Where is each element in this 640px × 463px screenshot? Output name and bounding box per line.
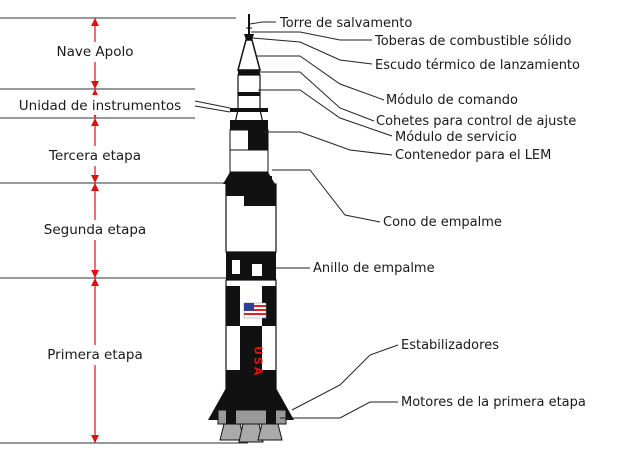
callout-toberas: Toberas de combustible sólido — [374, 34, 571, 49]
saturn-v-rocket: USA — [208, 14, 294, 443]
stage-label-segunda-etapa: Segunda etapa — [44, 222, 146, 238]
instrument-unit-bracket — [194, 100, 231, 113]
callout-cohetes-ajuste: Cohetes para control de ajuste — [376, 114, 576, 129]
callout-modulo-comando: Módulo de comando — [386, 93, 518, 108]
callout-labels: Torre de salvamento Toberas de combustib… — [279, 16, 586, 410]
callout-torre-salvamento: Torre de salvamento — [279, 16, 412, 31]
stage-label-unidad-instrumentos: Unidad de instrumentos — [19, 98, 181, 114]
us-flag-icon — [243, 302, 267, 319]
callout-modulo-servicio: Módulo de servicio — [395, 130, 517, 145]
leader-lines — [249, 21, 399, 419]
section-dividers — [0, 17, 248, 444]
stage-label-nave-apolo: Nave Apolo — [56, 44, 133, 60]
stage-label-primera-etapa: Primera etapa — [47, 347, 143, 363]
callout-estabilizadores: Estabilizadores — [401, 338, 499, 353]
stage-label-tercera-etapa: Tercera etapa — [48, 148, 141, 164]
callout-anillo-empalme: Anillo de empalme — [313, 261, 435, 276]
stage-labels: Nave Apolo Unidad de instrumentos Tercer… — [6, 42, 194, 365]
usa-marking: USA — [252, 346, 265, 377]
callout-cono-empalme: Cono de empalme — [383, 215, 502, 230]
callout-escudo-termico: Escudo térmico de lanzamiento — [375, 58, 580, 73]
callout-motores-primera-etapa: Motores de la primera etapa — [401, 395, 586, 410]
callout-contenedor-lem: Contenedor para el LEM — [395, 148, 551, 163]
